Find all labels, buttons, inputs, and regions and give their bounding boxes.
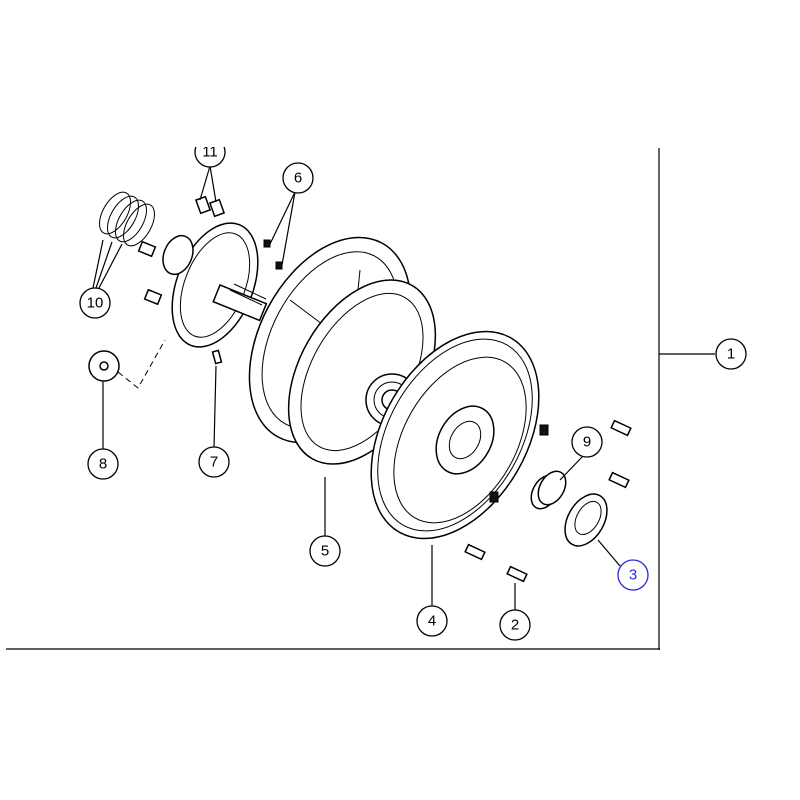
pin-part-7 [211,349,223,365]
callout-9: 9 [571,426,603,458]
callout-3: 3 [617,559,649,591]
oil-seal-part-3 [564,493,608,547]
callout-label: 3 [629,567,637,584]
callout-6: 6 [282,162,314,194]
callout-label: 5 [321,543,329,560]
callout-label: 6 [294,170,302,187]
callout-2: 2 [499,609,531,641]
plug-part-8 [88,339,166,389]
frame-bracket [6,148,660,650]
callout-8: 8 [87,448,119,480]
callout-10: 10 [79,287,111,319]
reaction-shaft-support [137,222,268,348]
callout-label: 10 [87,295,104,312]
callout-5: 5 [309,535,341,567]
callout-7: 7 [198,446,230,478]
bushing-part-9 [530,470,567,510]
crop-mask [190,120,230,147]
callout-label: 4 [428,613,436,630]
bolts-part-6 [263,239,283,270]
callout-label: 11 [202,144,218,161]
callout-label: 1 [727,346,735,363]
callout-label: 2 [511,617,519,634]
callout-label: 8 [99,456,107,473]
callout-1: 1 [715,338,747,370]
bolts-part-2 [464,419,632,583]
callout-label: 7 [210,454,218,471]
callout-label: 9 [583,434,591,451]
callout-4: 4 [416,605,448,637]
leader-lines [92,165,715,612]
springs-part-10 [99,191,155,247]
pump-body-part-4 [370,330,549,540]
